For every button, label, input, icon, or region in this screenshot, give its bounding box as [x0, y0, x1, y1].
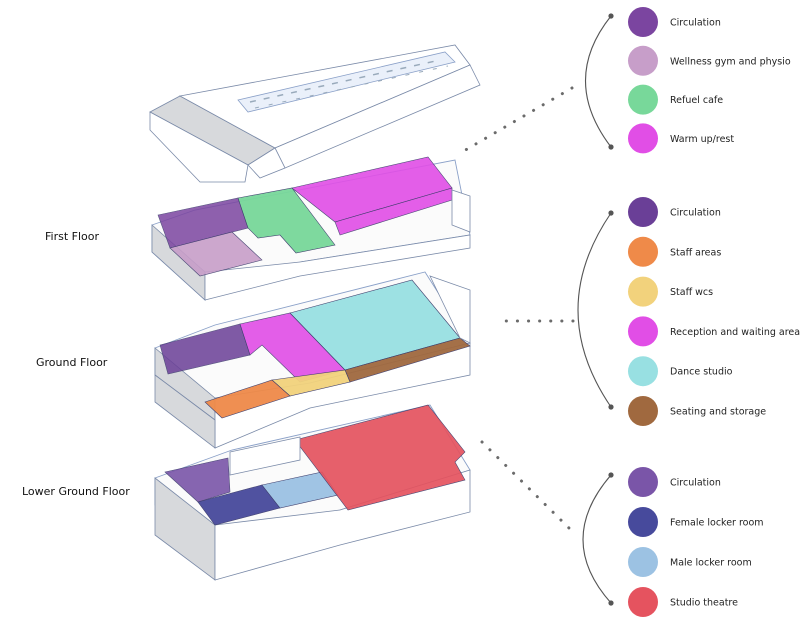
- legend-swatch: [628, 123, 658, 154]
- legend-swatch: [628, 276, 658, 307]
- legend-item: Staff wcs: [628, 276, 713, 307]
- legend-swatch: [628, 84, 658, 115]
- legend-item: Studio theatre: [628, 587, 738, 617]
- legend-swatch: [628, 547, 658, 577]
- first-floor-model: [151, 156, 471, 301]
- legend-item: Male locker room: [628, 547, 752, 577]
- label-lower-ground-floor: Lower Ground Floor: [22, 485, 130, 498]
- legend-swatch: [628, 587, 658, 617]
- legend-swatch: [628, 396, 658, 426]
- leader-lower: [480, 440, 575, 534]
- legend-swatch: [628, 467, 658, 497]
- zone-lower-circulation: [164, 457, 231, 503]
- legend-label: Male locker room: [670, 558, 752, 569]
- legend-item: Seating and storage: [628, 396, 766, 426]
- legend-label: Circulation: [670, 208, 721, 219]
- label-ground-floor: Ground Floor: [36, 356, 108, 369]
- legend-item: Circulation: [628, 197, 721, 227]
- legend-swatch: [628, 236, 658, 267]
- legend-item: Warm up/rest: [628, 123, 734, 154]
- legend-item: Dance studio: [628, 356, 733, 387]
- label-first-floor: First Floor: [45, 230, 99, 243]
- legend-item: Refuel cafe: [628, 84, 723, 115]
- legend-item: Staff areas: [628, 236, 721, 267]
- leader-first: [460, 86, 574, 154]
- legend-item: Reception and waiting area: [628, 316, 800, 347]
- legend-swatch: [628, 316, 658, 347]
- zone-first-wellness: [169, 231, 263, 277]
- legend-label: Circulation: [670, 478, 721, 489]
- bracket-lower: [582, 472, 614, 606]
- bracket-ground: [577, 210, 614, 410]
- legend-label: Refuel cafe: [670, 95, 723, 106]
- legend-swatch: [628, 356, 658, 387]
- legend-label: Staff wcs: [670, 287, 713, 298]
- ground-floor-model: [154, 271, 471, 449]
- legend-swatch: [628, 7, 658, 37]
- legend-swatch: [628, 197, 658, 227]
- legend-label: Circulation: [670, 18, 721, 29]
- legend-label: Female locker room: [670, 518, 764, 529]
- legend-item: Female locker room: [628, 507, 764, 537]
- legend-label: Warm up/rest: [670, 134, 734, 145]
- legend-label: Seating and storage: [670, 407, 766, 418]
- legend-label: Staff areas: [670, 247, 721, 258]
- legend-item: Circulation: [628, 467, 721, 497]
- legend-label: Dance studio: [670, 367, 733, 378]
- lower-ground-floor-model: [154, 404, 471, 581]
- legend-item: Wellness gym and physio: [628, 45, 791, 76]
- zone-ground-staff-areas: [204, 379, 291, 419]
- bracket-first: [585, 13, 614, 150]
- zone-lower-studio-theatre: [294, 404, 466, 511]
- legend-label: Studio theatre: [670, 598, 738, 609]
- zone-first-cafe: [237, 187, 336, 254]
- legend-swatch: [628, 507, 658, 537]
- legend-item: Circulation: [628, 7, 721, 37]
- roof-model: [149, 44, 481, 183]
- legend-label: Wellness gym and physio: [670, 56, 791, 67]
- legend-label: Reception and waiting area: [670, 327, 800, 338]
- legend-swatch: [628, 45, 658, 76]
